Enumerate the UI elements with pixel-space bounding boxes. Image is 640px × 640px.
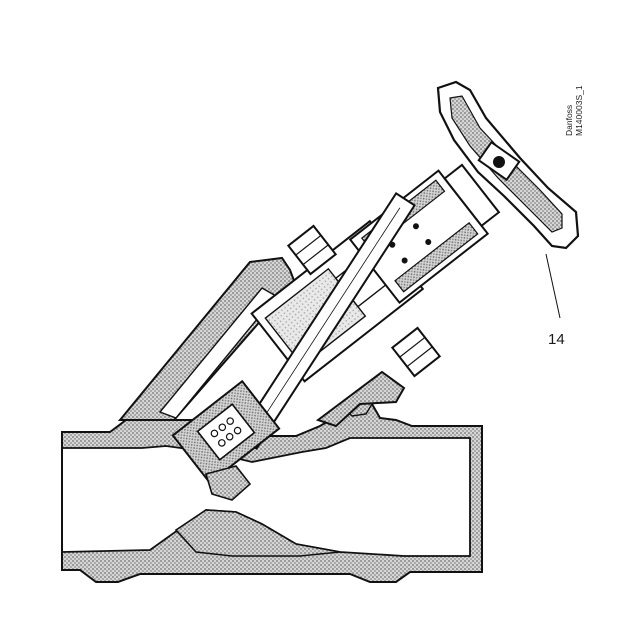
valve-cone bbox=[171, 379, 281, 485]
bolt-lower-right bbox=[390, 326, 442, 378]
handwheel bbox=[436, 80, 580, 250]
side-code-line1: Danfoss bbox=[564, 105, 574, 136]
bolt-upper-left bbox=[286, 224, 338, 276]
valve-body bbox=[61, 395, 483, 583]
side-code-line2: M140003S_1 bbox=[574, 85, 584, 136]
bonnet-neck bbox=[117, 256, 406, 428]
gland-nut bbox=[443, 163, 501, 228]
handwheel-nut bbox=[493, 156, 505, 168]
callout-number: 14 bbox=[548, 331, 565, 348]
valve-seat bbox=[174, 509, 341, 557]
gland-packing-lower bbox=[394, 221, 479, 293]
cone-lower-ring bbox=[204, 465, 252, 501]
neck-wall-right bbox=[315, 370, 406, 428]
callout-leader-line bbox=[545, 253, 561, 319]
